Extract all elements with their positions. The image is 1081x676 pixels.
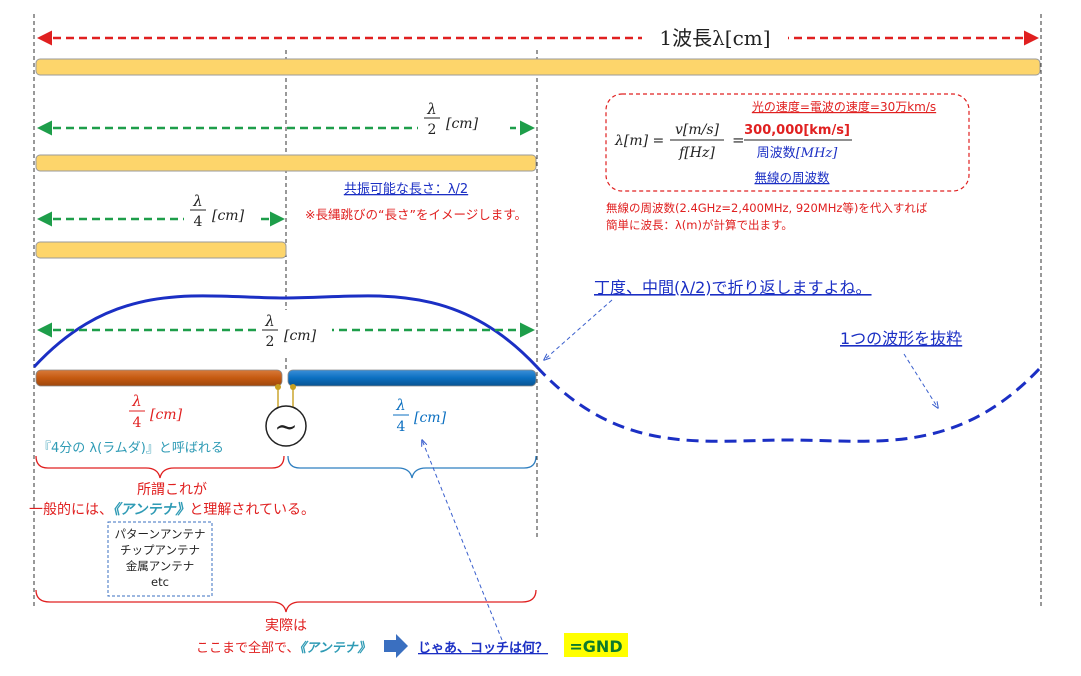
quarter-unit: [cm] [212,208,245,224]
formula-equals: = [732,131,745,149]
question-text: じゃあ、コッチは何？ [418,640,548,656]
freq-note: 無線の周波数 [754,170,830,185]
general-line2-em: 《アンテナ》 [113,501,189,518]
antenna-right-element [287,369,537,387]
ac-source-symbol: ~ [274,410,297,443]
bar-half-wavelength [35,154,537,172]
half-label-bg [418,98,510,144]
general-line1: 所謂これが [137,482,207,498]
formula-sub-line2: 簡単に波長：λ(m)が計算で出ます。 [606,218,793,232]
question-pointer [422,440,503,641]
formula-lhs: λ[m] = [614,133,664,149]
antenna-left-unit: [cm] [150,407,183,423]
general-line2-suffix: と理解されている。 [189,502,315,518]
formula-sub-line1: 無線の周波数(2.4GHz=2,400MHz, 920MHz等)を代入すれば [606,201,928,215]
fold-back-callout: 丁度、中間(λ/2)で折り返しますよね。 [594,278,872,297]
antenna-right-unit: [cm] [414,410,447,426]
quarter-lambda-name: 『4分の λ(ラムダ)』と呼ばれる [38,441,224,456]
quarter-lambda: λ [192,192,203,210]
extract-pointer [903,353,938,408]
formula-box [605,93,970,192]
formula-frac2-den-prefix: 周波数 [757,146,796,161]
formula-frac2-den: 周波数[MHz] [757,146,839,161]
half-unit: [cm] [446,116,479,132]
antenna-type-item: etc [151,575,169,589]
bar-quarter-wavelength [35,241,287,259]
wave-dashed [535,365,1043,443]
brace-left [35,455,285,479]
rope-note: ※長縄跳びの“長さ”をイメージします。 [305,207,527,222]
actual-line2-em: 《アンテナ》 [299,640,370,656]
actual-line2-prefix: ここまで全部で、 [196,640,299,656]
antenna-types-box [107,521,213,597]
wave-lambda: λ [264,312,275,330]
quarter-four: 4 [194,214,203,230]
formula-frac1-den: f[Hz] [678,145,715,161]
actual-line2: ここまで全部で、《アンテナ》 [196,640,370,656]
half-two: 2 [428,122,437,138]
half-lambda: λ [426,100,437,118]
brace-bottom [35,589,537,613]
ac-source-icon [265,405,307,447]
extract-callout: 1つの波形を抜粋 [840,329,962,348]
antenna-left-lambda: λ [131,392,142,410]
formula-frac2-num: 300,000[km/s] [744,123,850,138]
wave-solid [32,294,539,369]
antenna-type-item: 金属アンテナ [126,559,195,573]
formula-frac2-den-unit: [MHz] [796,146,839,161]
antenna-right-four: 4 [397,419,406,435]
wavelength-label: 1波長λ[cm] [659,26,770,50]
resonance-label: 共振可能な長さ：λ/2 [344,182,468,197]
gnd-highlight [564,633,628,657]
wave-two: 2 [266,334,275,350]
bar-full-wavelength [35,58,1041,76]
antenna-type-item: パターンアンテナ [115,527,206,541]
general-line2: 一般的には、《アンテナ》と理解されている。 [29,501,315,518]
wavelength-label-bg [642,24,788,52]
antenna-right-lambda: λ [395,396,406,414]
brace-right [287,455,537,479]
feed-dot-right [290,384,296,390]
quarter-label-bg [184,190,260,236]
actual-line1: 実際は [265,618,307,634]
antenna-left-element [35,369,283,387]
fold-back-pointer [544,299,613,360]
general-line2-prefix: 一般的には、 [29,502,113,518]
light-speed-note: 光の速度=電波の速度=30万km/s [752,99,936,114]
feed-dot-left [275,384,281,390]
right-arrow-icon [384,634,408,658]
wave-label-bg [258,310,332,356]
antenna-type-item: チップアンテナ [120,543,200,557]
gnd-label: =GND [569,637,622,656]
formula-frac1-num: v[m/s] [675,122,720,138]
antenna-left-four: 4 [133,415,142,431]
wave-unit: [cm] [284,328,317,344]
